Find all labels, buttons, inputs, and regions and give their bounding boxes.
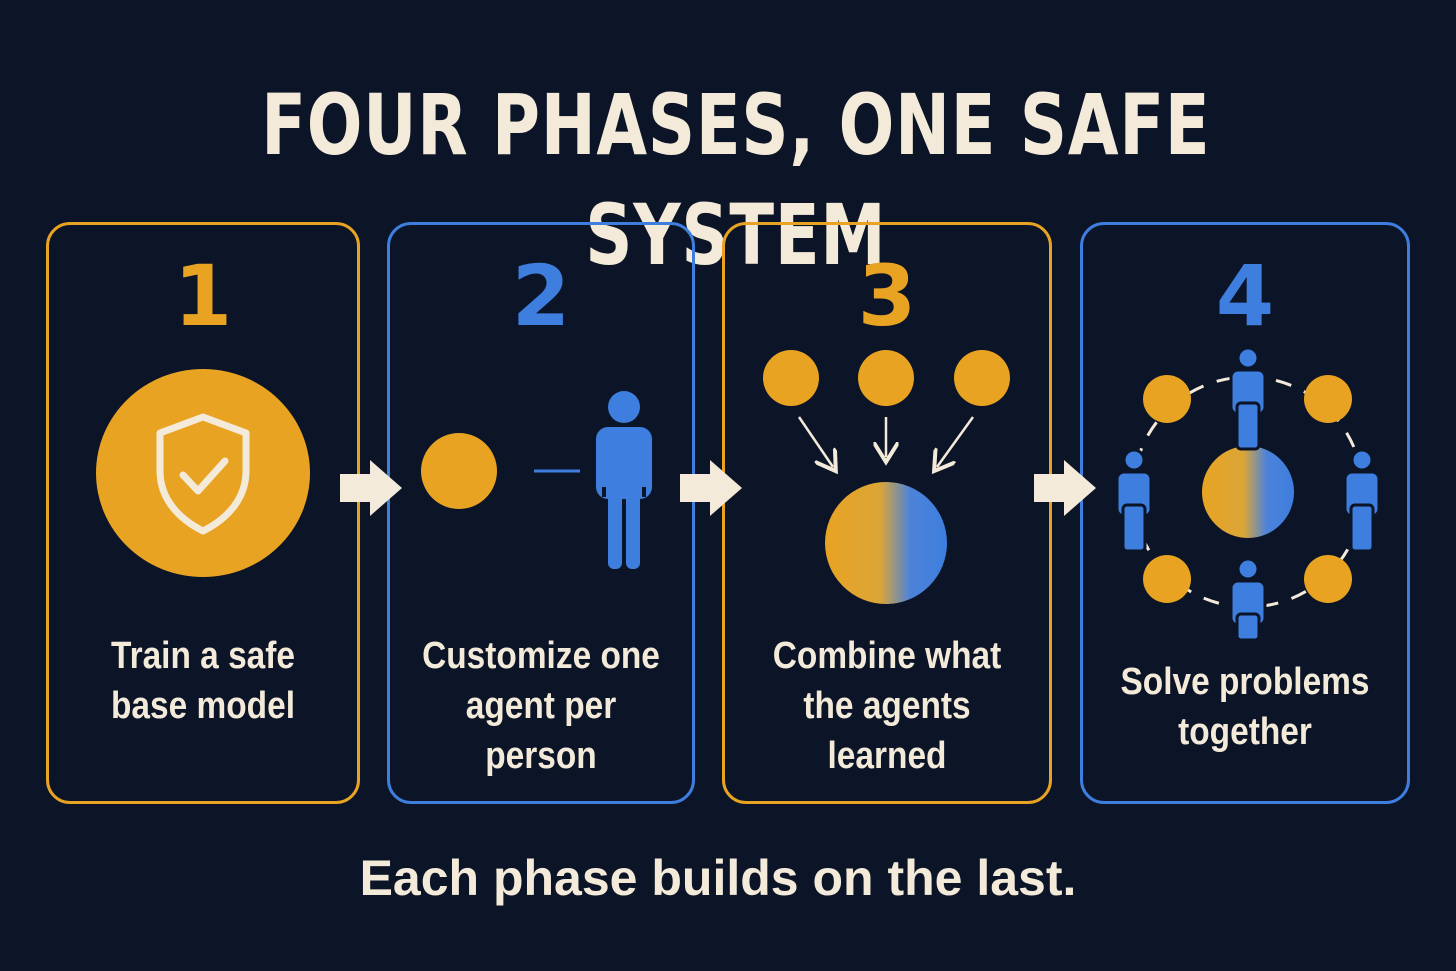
arrow-right-icon (1034, 460, 1096, 516)
phase-4-card: 4 (1080, 222, 1410, 804)
merge-agents-icon (763, 350, 1010, 604)
phase-2-label: Customize one agent per person (422, 635, 660, 777)
phase-2-card: 2 Customize one agent per person (387, 222, 695, 804)
person-icon-right (1343, 448, 1381, 553)
footer-caption: Each phase builds on the last. (359, 850, 1077, 906)
person-icon-bottom (1229, 557, 1267, 642)
phase-1-card: 1 Train a safe base model (46, 222, 360, 804)
phase-2-number: 2 (511, 247, 571, 345)
phase-3-label: Combine what the agents learned (772, 635, 1002, 777)
collaboration-circle-icon (1115, 346, 1381, 642)
phase-4-label: Solve problems together (1120, 661, 1370, 753)
phase-4-number: 4 (1215, 247, 1275, 345)
agent-person-icon (421, 391, 652, 569)
phase-3-number: 3 (857, 247, 917, 345)
phase-1-label: Train a safe base model (110, 635, 296, 727)
person-icon-top (1229, 346, 1267, 451)
phase-1-number: 1 (173, 247, 233, 345)
phase-3-card: 3 Combine what the agents learned (722, 222, 1052, 804)
person-icon (596, 391, 652, 569)
person-icon-left (1115, 448, 1153, 553)
shield-check-icon (96, 369, 310, 577)
arrow-right-icon (680, 460, 742, 516)
arrow-right-icon (340, 460, 402, 516)
